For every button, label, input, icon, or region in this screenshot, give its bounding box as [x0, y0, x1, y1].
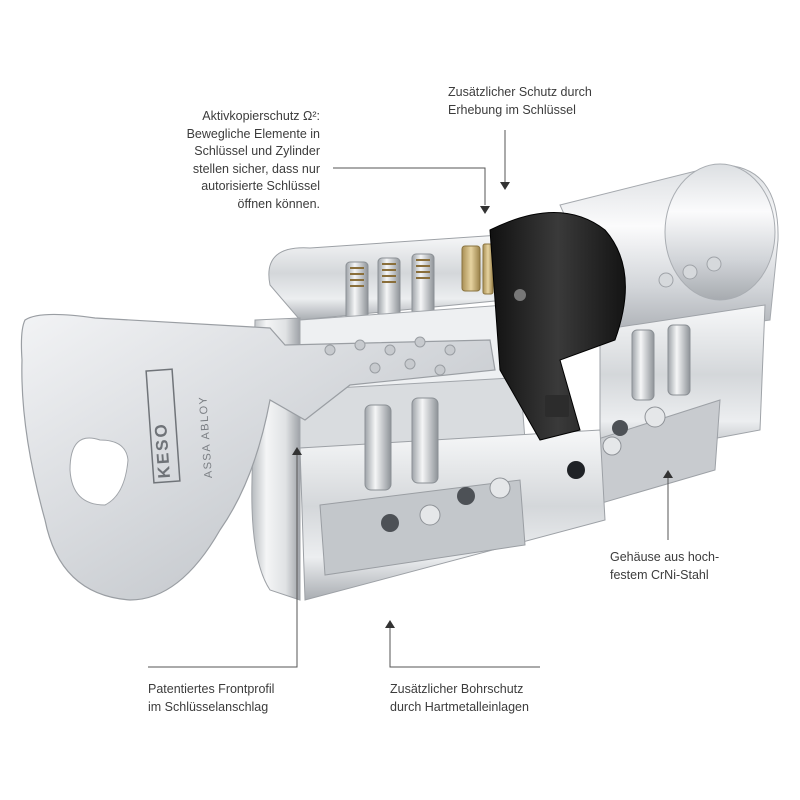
upper-pin-stack: [345, 243, 494, 325]
annotation-front-profile: Patentiertes Frontprofil im Schlüsselans…: [148, 682, 275, 714]
annotation-drill-protection: Zusätzlicher Bohrschutz durch Hartmetall…: [390, 682, 529, 714]
annotation-housing: Gehäuse aus hoch- festem CrNi-Stahl: [610, 550, 720, 582]
key-brand-logo: KESO: [151, 422, 174, 479]
annotation-copy-protection: Aktivkopierschutz Ω²: Bewegliche Element…: [186, 109, 320, 211]
annotation-key-protection: Zusätzlicher Schutz durch Erhebung im Sc…: [448, 85, 592, 117]
cam-lever: [489, 212, 626, 441]
